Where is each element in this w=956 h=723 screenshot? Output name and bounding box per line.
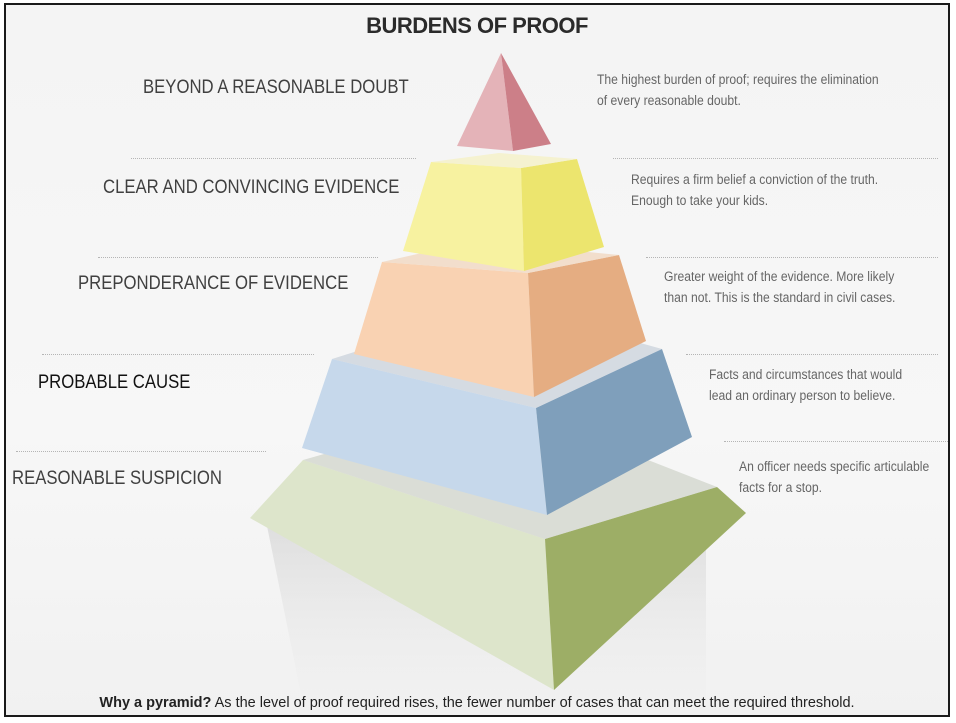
footer-caption: Why a pyramid? As the level of proof req… xyxy=(6,695,948,711)
description-beyond-reasonable-doubt: The highest burden of proof; requires th… xyxy=(597,72,879,108)
label-beyond-reasonable-doubt: BEYOND A REASONABLE DOUBT xyxy=(143,77,409,98)
footer-lead: Why a pyramid? xyxy=(99,695,212,711)
level-5-side xyxy=(545,487,746,690)
divider-left-2 xyxy=(98,257,378,258)
level-5-front xyxy=(250,460,554,690)
divider-right-4 xyxy=(724,441,948,442)
pyramid-level-preponderance xyxy=(354,241,646,397)
divider-right-1 xyxy=(613,158,938,159)
footer-text: As the level of proof required rises, th… xyxy=(211,695,855,711)
divider-right-2 xyxy=(646,257,938,258)
divider-right-3 xyxy=(686,354,938,355)
label-probable-cause: PROBABLE CAUSE xyxy=(38,372,191,393)
pyramid xyxy=(250,53,746,715)
description-reasonable-suspicion: An officer needs specific articulable fa… xyxy=(739,459,930,495)
level-1-front xyxy=(457,53,513,151)
level-1-side xyxy=(501,53,551,151)
description-probable-cause: Facts and circumstances that would lead … xyxy=(709,367,903,403)
diagram-title: BURDENS OF PROOF xyxy=(366,13,588,38)
level-3-side xyxy=(528,255,646,397)
label-preponderance: PREPONDERANCE OF EVIDENCE xyxy=(78,273,349,294)
label-reasonable-suspicion: REASONABLE SUSPICION xyxy=(12,468,222,489)
level-4-front xyxy=(302,359,547,515)
label-clear-convincing: CLEAR AND CONVINCING EVIDENCE xyxy=(103,177,400,198)
pyramid-level-clear-convincing xyxy=(403,153,604,271)
level-4-side xyxy=(536,349,692,515)
level-2-front xyxy=(403,162,524,271)
level-2-side xyxy=(521,159,604,271)
divider-left-3 xyxy=(42,354,314,355)
level-3-front xyxy=(354,262,534,397)
diagram-frame: BURDENS OF PROOF xyxy=(4,3,950,717)
description-preponderance: Greater weight of the evidence. More lik… xyxy=(664,269,896,305)
level-2-top xyxy=(431,153,577,168)
divider-left-4 xyxy=(16,451,266,452)
description-clear-convincing: Requires a firm belief a conviction of t… xyxy=(631,172,879,208)
pyramid-level-beyond-doubt xyxy=(457,53,551,151)
divider-left-1 xyxy=(131,158,416,159)
